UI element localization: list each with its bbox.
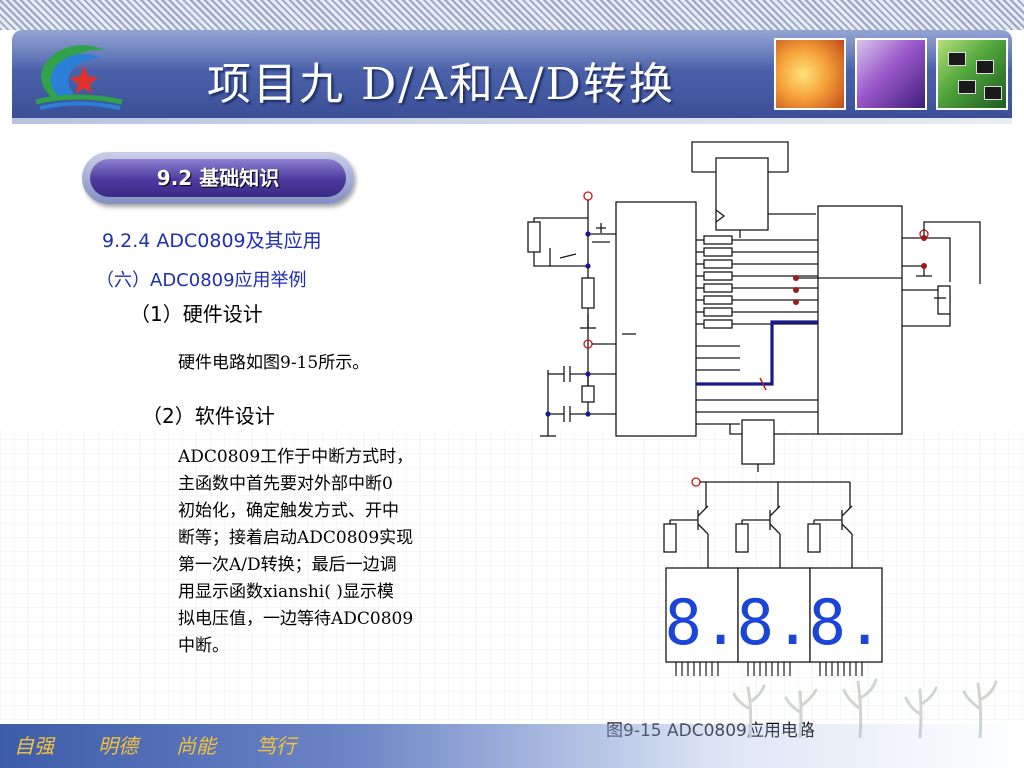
display-digit: 8. bbox=[809, 586, 884, 659]
software-text: ADC0809工作于中断方式时， 主函数中首先要对外部中断0 初始化，确定触发方… bbox=[178, 444, 478, 660]
hardware-heading: （1）硬件设计 bbox=[130, 302, 263, 326]
header-underline bbox=[12, 118, 1012, 124]
software-line: 初始化，确定触发方式、开中 bbox=[178, 501, 399, 521]
software-line: 主函数中首先要对外部中断0 bbox=[178, 474, 393, 494]
adc0809-circuit-diagram bbox=[527, 141, 981, 472]
footer-motto-item: 明德 bbox=[98, 734, 138, 758]
header-image-hands bbox=[774, 38, 846, 110]
footer-motto-item: 笃行 bbox=[256, 734, 296, 758]
hardware-text: 硬件电路如图9-15所示。 bbox=[178, 353, 370, 373]
software-line: 拟电压值，一边等待ADC0809 bbox=[178, 609, 414, 629]
footer-bar bbox=[0, 724, 1024, 768]
section-pill: 9.2 基础知识 bbox=[82, 152, 354, 204]
software-line: 第一次A/D转换；最后一边调 bbox=[178, 555, 397, 575]
header-banner: 项目九 D/A和A/D转换 bbox=[12, 30, 1012, 118]
top-decor-strip bbox=[0, 0, 1024, 30]
software-heading: （2）软件设计 bbox=[142, 404, 275, 428]
seven-segment-display-diagram: 8. 8. 8. bbox=[663, 477, 884, 676]
footer-motto-item: 自强 bbox=[14, 734, 54, 758]
footer-motto-item: 尚能 bbox=[176, 734, 216, 758]
school-logo-icon bbox=[35, 45, 123, 110]
software-line: 用显示函数xianshi( )显示模 bbox=[178, 582, 394, 602]
header-image-binary bbox=[855, 38, 927, 110]
display-digit: 8. bbox=[665, 586, 740, 659]
subsection-title: 9.2.4 ADC0809及其应用 bbox=[102, 230, 322, 252]
software-line: 断等；接着启动ADC0809实现 bbox=[178, 528, 414, 548]
display-digit: 8. bbox=[737, 586, 812, 659]
subheading: （六）ADC0809应用举例 bbox=[96, 270, 307, 291]
software-line: ADC0809工作于中断方式时， bbox=[178, 447, 414, 467]
header-image-chips bbox=[936, 38, 1008, 110]
page-title: 项目九 D/A和A/D转换 bbox=[207, 59, 675, 110]
section-pill-label: 9.2 基础知识 bbox=[90, 159, 346, 197]
software-line: 中断。 bbox=[178, 636, 229, 656]
